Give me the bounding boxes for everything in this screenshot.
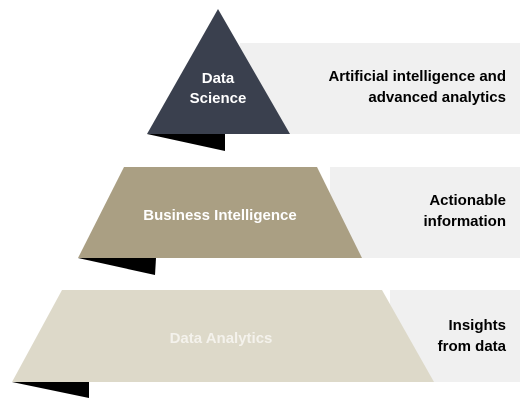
- description-band-data-science: [240, 43, 520, 134]
- description-data-science: Artificial intelligence and advanced ana…: [266, 66, 506, 108]
- description-business-intelligence: Actionable information: [336, 190, 507, 232]
- tier-data-science: [147, 9, 290, 134]
- tier-label-data-analytics: Data Analytics: [100, 329, 342, 349]
- shadow-business-intelligence: [78, 258, 156, 275]
- tier-label-data-science: Data Science: [168, 69, 268, 109]
- tier-business-intelligence: [78, 167, 362, 258]
- description-line: information: [423, 213, 507, 230]
- tier-label-line: Data Analytics: [169, 330, 273, 347]
- tier-label-line: Data: [201, 70, 235, 87]
- description-line: from data: [437, 338, 506, 355]
- tier-label-business-intelligence: Business Intelligence: [100, 206, 340, 226]
- description-line: Artificial intelligence and: [328, 68, 506, 85]
- shadow-data-analytics: [12, 382, 89, 398]
- tier-label-line: Science: [189, 90, 247, 107]
- tier-label-line: Business Intelligence: [143, 207, 297, 224]
- description-line: Insights: [448, 317, 506, 334]
- description-data-analytics: Insights from data: [386, 315, 506, 357]
- description-band-business-intelligence: [330, 167, 520, 258]
- description-line: advanced analytics: [368, 89, 506, 106]
- description-line: Actionable: [429, 192, 506, 209]
- tier-data-analytics: [12, 290, 434, 382]
- shadow-data-science: [147, 134, 225, 151]
